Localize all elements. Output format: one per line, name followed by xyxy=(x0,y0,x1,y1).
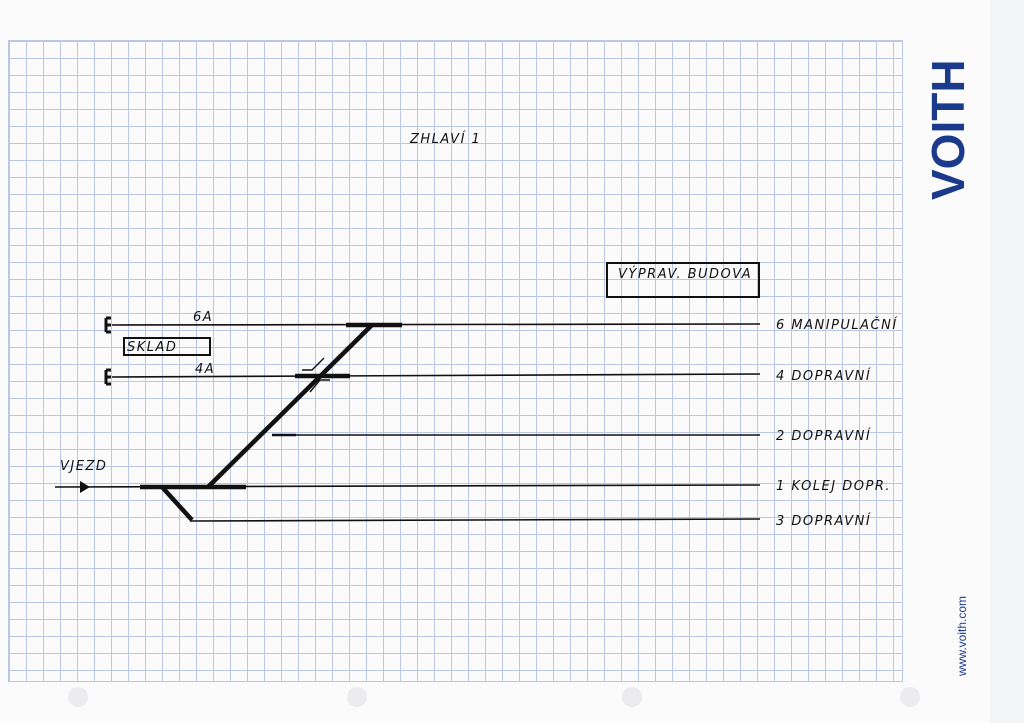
entry-label: VJEZD xyxy=(60,459,107,474)
grid-paper: VOITH www.voith.com ZHLAVÍ 1 VÝPRAV. BUD… xyxy=(8,40,974,707)
entry-arrow-icon xyxy=(80,481,90,493)
punch-hole xyxy=(900,687,920,707)
warehouse-box xyxy=(123,337,211,356)
punch-hole xyxy=(347,687,367,707)
voith-website: www.voith.com xyxy=(955,596,969,677)
voith-logo: VOITH xyxy=(922,59,974,200)
punch-hole xyxy=(68,687,88,707)
track-label-2: 2 DOPRAVNÍ xyxy=(776,428,871,444)
track-label-1: 1 KOLEJ DOPR. xyxy=(776,479,891,494)
buffer-stop-icon xyxy=(104,316,111,334)
warehouse-label: SKLAD xyxy=(127,340,177,355)
track-label-3: 3 DOPRAVNÍ xyxy=(776,513,871,529)
track-label-4: 4 DOPRAVNÍ xyxy=(776,368,871,384)
stub-track-label: 6A xyxy=(193,310,213,325)
grid-area xyxy=(8,40,903,682)
buffer-stop-icon xyxy=(104,368,111,386)
station-building-label: VÝPRAV. BUDOVA xyxy=(618,266,752,282)
station-building-box xyxy=(606,262,760,298)
punch-hole xyxy=(622,687,642,707)
stub-track-label: 4A xyxy=(195,362,215,377)
diagram-title: ZHLAVÍ 1 xyxy=(409,131,481,147)
track-label-6: 6 MANIPULAČNÍ xyxy=(776,317,898,333)
crossing-marks xyxy=(302,357,330,393)
switch-connections xyxy=(140,322,402,522)
